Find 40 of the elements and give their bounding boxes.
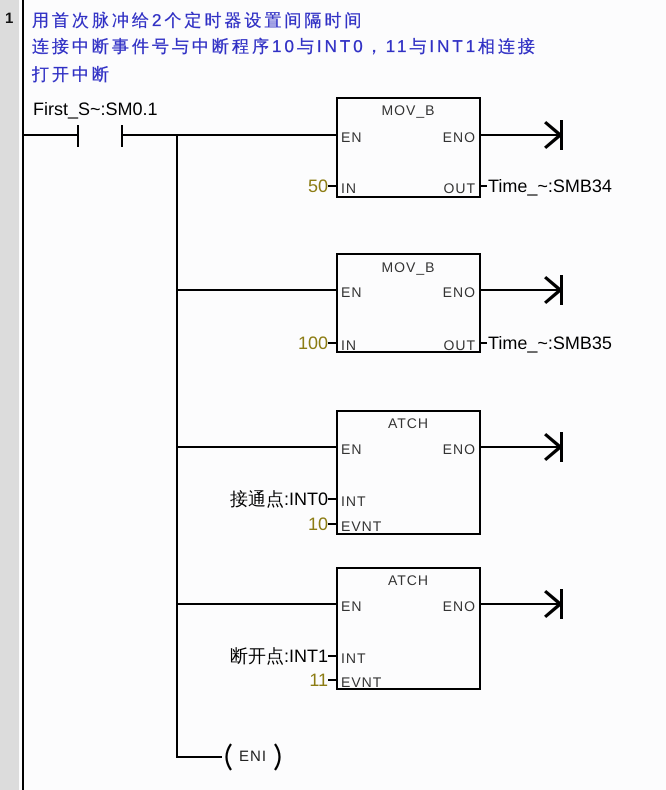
operand-label: Time_~:SMB35: [488, 332, 612, 354]
block-title: MOV_B: [382, 101, 436, 119]
operand-label: 50: [308, 175, 328, 197]
operand-label: 接通点:INT0: [230, 488, 328, 510]
function-block: [336, 97, 481, 198]
pin-label: INT: [341, 649, 367, 667]
network-number: 1: [5, 10, 14, 28]
operand-label: 11: [309, 669, 328, 691]
pin-label: ENO: [442, 440, 476, 458]
pin-label: EN: [341, 128, 362, 146]
pin-label: IN: [341, 179, 357, 197]
pin-label: EVNT: [341, 517, 382, 535]
pin-label: EN: [341, 440, 362, 458]
pin-label: INT: [341, 492, 367, 510]
comment-text: 连接中断事件号与中断程序10与INT0，11与INT1相连接: [32, 37, 538, 57]
operand-label: Time_~:SMB34: [488, 175, 612, 197]
pin-label: OUT: [443, 336, 476, 354]
block-title: ATCH: [388, 571, 430, 589]
pin-label: EN: [341, 283, 362, 301]
comment-text: 用首次脉冲给2个定时器设置间隔时间: [32, 11, 364, 31]
coil-label: ENI: [239, 748, 267, 766]
wire: [24, 134, 33, 136]
block-title: ATCH: [388, 414, 430, 432]
pin-label: ENO: [442, 128, 476, 146]
comment-text: 打开中断: [32, 65, 112, 85]
pin-label: ENO: [442, 283, 476, 301]
operand-label: 断开点:INT1: [230, 645, 328, 667]
pin-label: OUT: [443, 179, 476, 197]
pin-label: EN: [341, 597, 362, 615]
function-block: [336, 410, 481, 535]
pin-label: ENO: [442, 597, 476, 615]
operand-label: 10: [308, 513, 328, 535]
function-block: [336, 253, 481, 353]
operand-label: 100: [298, 332, 328, 354]
pin-label: EVNT: [341, 673, 382, 691]
block-title: MOV_B: [382, 258, 436, 276]
pin-label: IN: [341, 336, 357, 354]
wire: [172, 134, 222, 758]
function-block: [336, 567, 481, 690]
contact-label: First_S~:SM0.1: [33, 98, 158, 120]
